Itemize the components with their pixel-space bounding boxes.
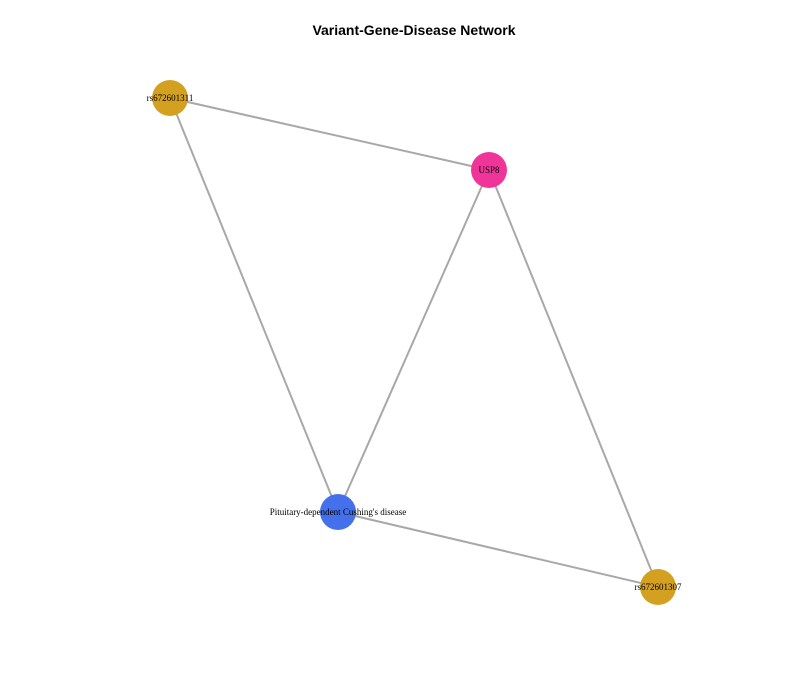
variant-node[interactable]: rs672601307 xyxy=(635,569,682,605)
variant-node[interactable]: rs672601311 xyxy=(147,80,194,116)
edge-n3-n4 xyxy=(337,511,659,588)
edge-n1-n3 xyxy=(169,97,339,513)
disease-node[interactable]: Pituitary-dependent Cushing's disease xyxy=(270,494,407,530)
disease-node-circle[interactable] xyxy=(320,494,356,530)
diagram-title: Variant-Gene-Disease Network xyxy=(312,22,515,38)
edge-n1-n2 xyxy=(169,97,490,171)
edges-layer xyxy=(169,97,659,588)
node-label: rs672601311 xyxy=(147,93,194,103)
edge-n2-n3 xyxy=(337,169,490,513)
edge-n2-n4 xyxy=(488,169,659,588)
gene-node-circle[interactable] xyxy=(471,152,507,188)
node-label: rs672601307 xyxy=(635,582,682,592)
node-label: Pituitary-dependent Cushing's disease xyxy=(270,507,407,517)
variant-node-circle[interactable] xyxy=(152,80,188,116)
gene-node[interactable]: USP8 xyxy=(471,152,507,188)
variant-node-circle[interactable] xyxy=(640,569,676,605)
node-label: USP8 xyxy=(478,165,500,175)
